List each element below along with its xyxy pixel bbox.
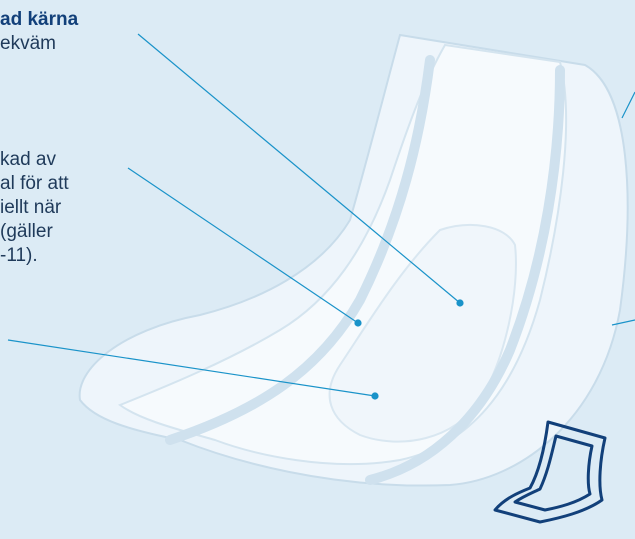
feature-text-barrier-line-5: -11).: [0, 244, 160, 268]
leader-dot-core: [457, 300, 463, 306]
feature-text-barrier-line-4: (gäller: [0, 220, 160, 244]
leader-line-barrier: [128, 168, 358, 323]
feature-text-core-line: ekväm: [0, 32, 78, 56]
feature-text-barrier-line-1: kad av: [0, 148, 160, 172]
feature-text-barrier-line-2: al för att: [0, 172, 160, 196]
feature-heading-core: ad kärna: [0, 8, 78, 32]
leader-dot-barrier: [355, 320, 361, 326]
leader-dot-body: [372, 393, 378, 399]
pad-illustration: [80, 35, 628, 486]
feature-text-core: ad kärna ekväm: [0, 8, 78, 56]
feature-text-barrier-line-3: iellt när: [0, 196, 160, 220]
leader-line-wing-top: [622, 92, 635, 118]
feature-text-barrier: kad av al för att iellt när (gäller -11)…: [0, 148, 160, 268]
